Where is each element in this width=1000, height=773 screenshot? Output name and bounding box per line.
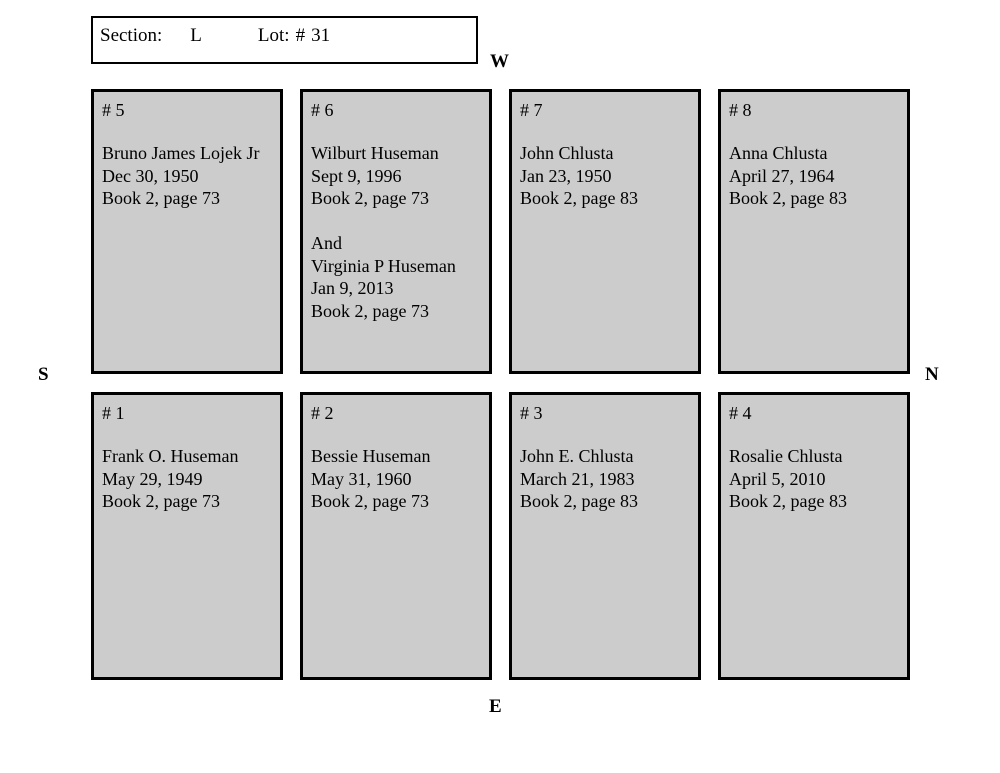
section-label: Section: bbox=[100, 25, 163, 46]
plot-number-label: # 7 bbox=[520, 100, 543, 120]
plot-text-line: March 21, 1983 bbox=[520, 468, 635, 489]
section-value: L bbox=[190, 25, 202, 46]
plot-number-label: # 3 bbox=[520, 403, 543, 423]
compass-label-south: S bbox=[38, 364, 49, 385]
section-lot-header-box: Section: L Lot:#31 bbox=[91, 16, 478, 64]
plot-text-line: Dec 30, 1950 bbox=[102, 165, 199, 186]
plot-text-line: Book 2, page 83 bbox=[729, 188, 847, 208]
plot-text-line: April 5, 2010 bbox=[729, 468, 826, 489]
plot-text-line: April 27, 1964 bbox=[729, 165, 835, 186]
plot-text-line: Rosalie Chlusta bbox=[729, 446, 843, 466]
plot-text-line: May 29, 1949 bbox=[102, 468, 203, 489]
plot-text-line: Book 2, page 83 bbox=[520, 188, 638, 208]
plot-text-line: John E. Chlusta bbox=[520, 446, 634, 466]
compass-label-north: N bbox=[925, 364, 939, 385]
plot-text-line: Book 2, page 83 bbox=[729, 491, 847, 511]
compass-label-west: W bbox=[490, 51, 509, 72]
plot-text-line: Virginia P Huseman bbox=[311, 255, 456, 276]
plot-text-line: Frank O. Huseman bbox=[102, 446, 239, 466]
plot-number-label: # 5 bbox=[102, 100, 125, 120]
plot-text-line: Jan 23, 1950 bbox=[520, 165, 612, 186]
plot-text-line: Wilburt Huseman bbox=[311, 143, 439, 163]
section-lot-header-line: Section: L Lot:#31 bbox=[100, 24, 330, 48]
plot-text-line: Book 2, page 73 bbox=[311, 491, 429, 511]
plot-text-line: Sept 9, 1996 bbox=[311, 165, 402, 186]
lot-hash-symbol: # bbox=[295, 25, 306, 46]
plot-text-line: Book 2, page 73 bbox=[102, 491, 220, 511]
plot-number-label: # 6 bbox=[311, 100, 334, 120]
plot-text-line: Book 2, page 73 bbox=[311, 300, 429, 321]
plot-number-label: # 2 bbox=[311, 403, 334, 423]
plot-number-label: # 8 bbox=[729, 100, 752, 120]
plot-text-line: John Chlusta bbox=[520, 143, 614, 163]
plot-text-line: May 31, 1960 bbox=[311, 468, 412, 489]
lot-value: 31 bbox=[311, 25, 331, 46]
plot-text-line: Anna Chlusta bbox=[729, 143, 828, 163]
plot-text-line: Bruno James Lojek Jr bbox=[102, 143, 260, 163]
plot-text-line: And bbox=[311, 233, 342, 253]
plot-blank-line bbox=[311, 210, 489, 233]
plot-text-line: Book 2, page 73 bbox=[311, 188, 429, 208]
compass-label-east: E bbox=[489, 696, 502, 717]
lot-label: Lot: bbox=[257, 25, 290, 46]
plot-text-line: Jan 9, 2013 bbox=[311, 278, 394, 298]
plot-number-label: # 4 bbox=[729, 403, 752, 423]
plot-text-line: Book 2, page 73 bbox=[102, 188, 220, 208]
plot-number-label: # 1 bbox=[102, 403, 125, 423]
plot-text-line: Bessie Huseman bbox=[311, 446, 431, 466]
plot-text-line: Book 2, page 83 bbox=[520, 491, 638, 511]
